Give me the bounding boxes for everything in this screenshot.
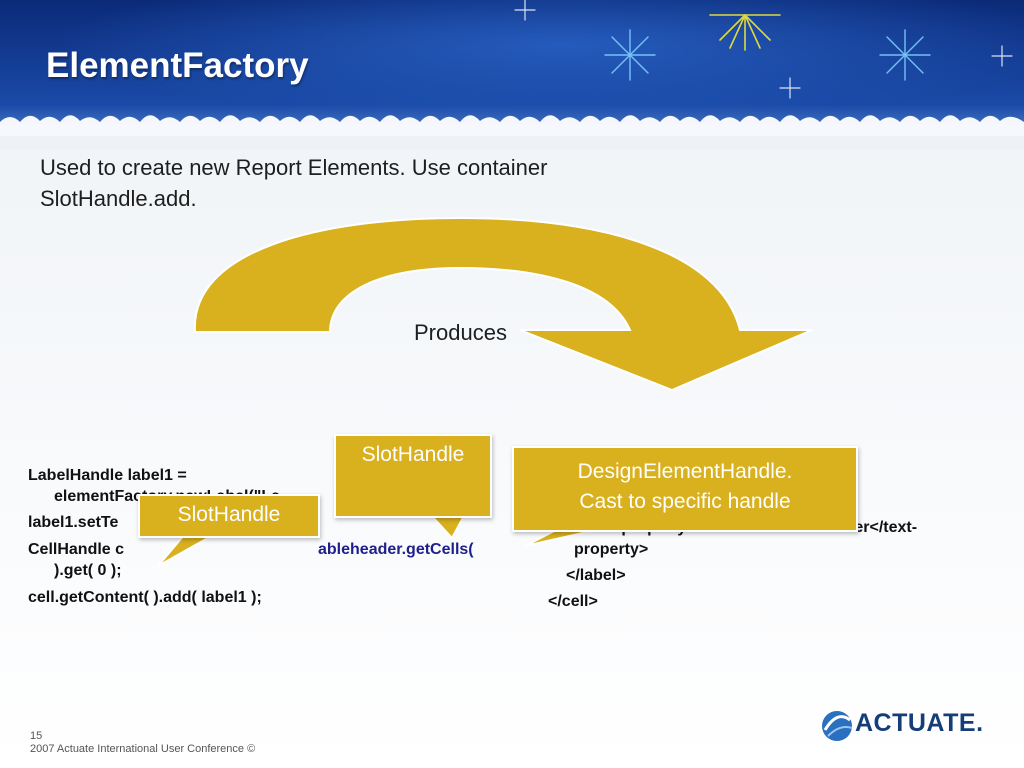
- code-line-5: ).get( 0 );: [54, 562, 122, 579]
- footer-copyright: 2007 Actuate International User Conferen…: [30, 743, 256, 755]
- code-line-4b: ableheader.getCells(: [318, 541, 474, 558]
- code-line-3: label1.setTe: [28, 514, 119, 531]
- code-line-6: cell.getContent( ).add( label1 );: [28, 589, 262, 606]
- design-line-1: DesignElementHandle.: [577, 460, 793, 483]
- header-banner: [0, 0, 1024, 150]
- designelementhandle-callout: DesignElementHandle. Cast to specific ha…: [512, 446, 858, 532]
- xml-line-4: </cell>: [548, 593, 598, 610]
- actuate-logo-icon: [822, 711, 853, 741]
- slothandle-left-label: SlotHandle: [177, 503, 281, 526]
- intro-text: Used to create new Report Elements. Use …: [40, 155, 548, 211]
- slothandle-top-label: SlotHandle: [361, 443, 465, 466]
- fireworks-decoration: [514, 0, 1013, 99]
- slide-title: ElementFactory: [46, 46, 309, 85]
- actuate-logo-text: ACTUATE.: [855, 709, 984, 737]
- arrow-label: Produces: [414, 320, 507, 345]
- design-line-2: Cast to specific handle: [579, 490, 791, 513]
- code-line-4a: CellHandle c: [28, 541, 125, 558]
- slide-number: 15: [30, 730, 43, 742]
- slothandle-callout-left: SlotHandle: [138, 494, 320, 538]
- xml-line-3: </label>: [566, 567, 626, 584]
- code-line-1: LabelHandle label1 =: [28, 467, 187, 484]
- xml-line-2: property>: [574, 541, 649, 558]
- slothandle-callout-top: SlotHandle: [334, 434, 492, 518]
